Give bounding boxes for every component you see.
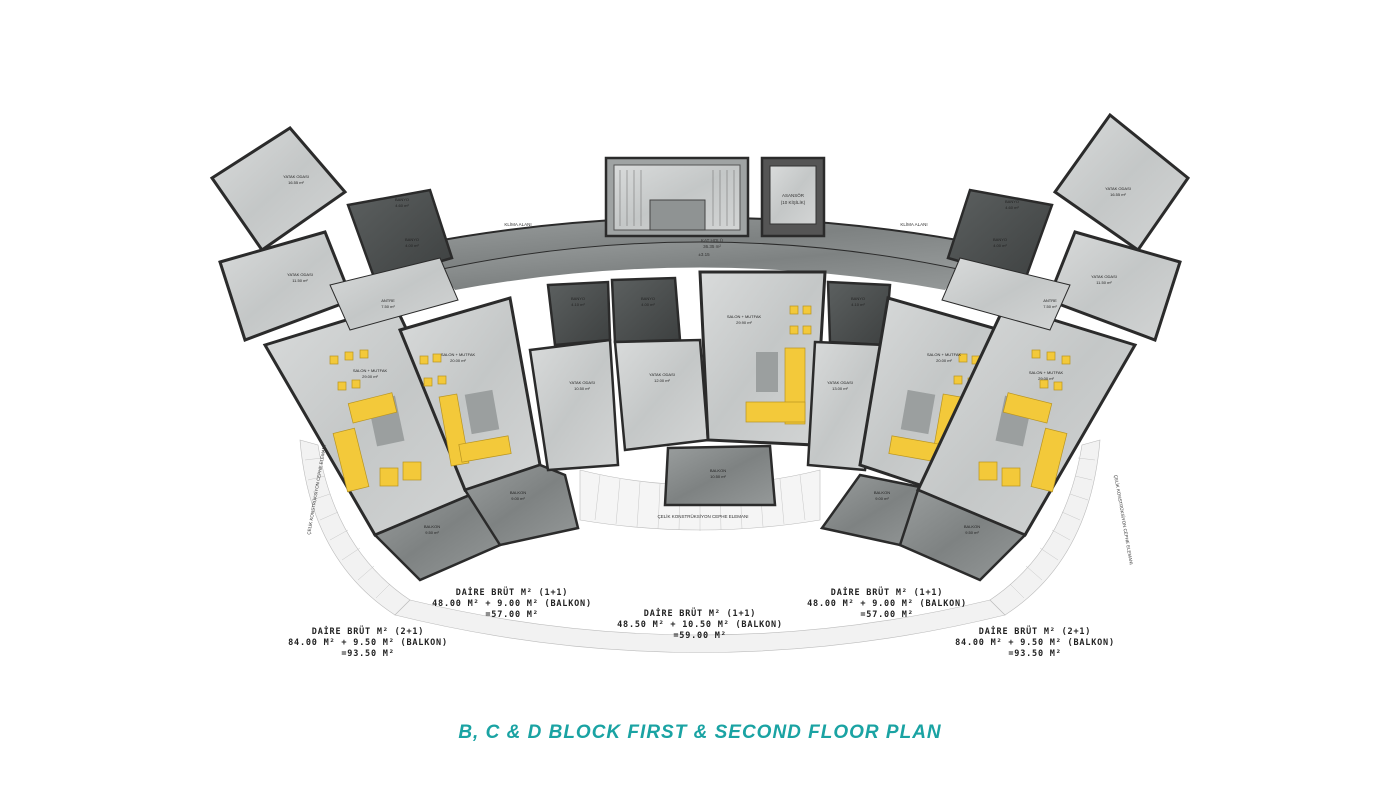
c-salon-area: 29.90 m² xyxy=(736,320,752,325)
l-balcony-name: BALKON xyxy=(424,524,440,529)
climate-area-left: KLİMA ALANI xyxy=(504,221,531,227)
summary-right-inner-calc: 48.00 M² + 9.00 M² (BALKON) xyxy=(807,599,967,609)
plan-title: B, C & D BLOCK FIRST & SECOND FLOOR PLAN xyxy=(458,722,942,743)
lc-salon-name: SALON + MUTFAK xyxy=(441,352,476,357)
summary-center: DAİRE BRÜT M² (1+1) 48.50 M² + 10.50 M² … xyxy=(580,609,820,642)
unit-center xyxy=(610,270,827,507)
climate-area-right: KLİMA ALANI xyxy=(900,221,927,227)
unit-left-outer-furniture xyxy=(329,349,422,493)
l-salon-area: 29.00 m² xyxy=(362,374,378,379)
rc-bed-name: YATAK ODASI xyxy=(827,380,853,385)
elevator-capacity: (10 KİŞİLİK) xyxy=(781,199,806,205)
l-entry-name: ANTRE xyxy=(381,298,395,303)
l-bath2-name: BANYO xyxy=(405,237,419,242)
l-salon-name: SALON + MUTFAK xyxy=(353,368,388,373)
rc-salon-area: 20.00 m² xyxy=(936,358,952,363)
r-bath1-name: BANYO xyxy=(1005,199,1019,204)
rc-bed-area: 13.00 m² xyxy=(832,386,848,391)
building-core xyxy=(604,156,826,238)
summary-center-calc: 48.50 M² + 10.50 M² (BALKON) xyxy=(617,620,783,630)
c-bath-area: 4.00 m² xyxy=(641,302,655,307)
r-balcony-area: 9.50 m² xyxy=(965,530,979,535)
summary-left-inner-type: DAİRE BRÜT M² (1+1) xyxy=(455,588,569,598)
c-bed-name: YATAK ODASI xyxy=(649,372,675,377)
c-balcony-name: BALKON xyxy=(710,468,726,473)
r-bath1-area: 4.60 m² xyxy=(1005,205,1019,210)
l-bath1-name: BANYO xyxy=(395,197,409,202)
summary-left-outer-type: DAİRE BRÜT M² (2+1) xyxy=(311,627,425,637)
rc-bath-name: BANYO xyxy=(851,296,865,301)
lc-bed-name: YATAK ODASI xyxy=(569,380,595,385)
l-bed1-area: 16.55 m² xyxy=(288,180,304,185)
lc-bed-area: 10.50 m² xyxy=(574,386,590,391)
r-bath2-area: 4.00 m² xyxy=(993,243,1007,248)
unit-left-inner-furniture xyxy=(419,353,512,467)
elevator-label: ASANSÖR xyxy=(782,192,805,198)
facade-right-label: ÇELİK KONSTRÜKSİYON CEPHE ELEMANI xyxy=(1113,474,1135,565)
summary-right-inner: DAİRE BRÜT M² (1+1) 48.00 M² + 9.00 M² (… xyxy=(767,588,1007,621)
summary-center-total: =59.00 M² xyxy=(673,631,727,641)
unit-right-outer xyxy=(898,112,1191,582)
rc-salon-name: SALON + MUTFAK xyxy=(927,352,962,357)
hall-area: 36.35 m² xyxy=(703,244,721,249)
summary-right-outer-calc: 84.00 M² + 9.50 M² (BALKON) xyxy=(955,638,1115,648)
corridor-floor-lower xyxy=(440,242,960,290)
rc-balcony-name: BALKON xyxy=(874,490,890,495)
hall-label: KAT HOLÜ xyxy=(701,237,723,243)
unit-left-outer xyxy=(209,126,502,582)
rc-balcony-area: 9.00 m² xyxy=(875,496,889,501)
level-mark: ±3.15 xyxy=(698,252,710,257)
summary-left-outer: DAİRE BRÜT M² (2+1) 84.00 M² + 9.50 M² (… xyxy=(248,627,488,660)
summary-right-outer: DAİRE BRÜT M² (2+1) 84.00 M² + 9.50 M² (… xyxy=(915,627,1155,660)
c-bed-area: 12.00 m² xyxy=(654,378,670,383)
r-bed2-area: 11.50 m² xyxy=(1096,280,1112,285)
lc-balcony-name: BALKON xyxy=(510,490,526,495)
l-bed2-area: 11.50 m² xyxy=(292,278,308,283)
r-entry-name: ANTRE xyxy=(1043,298,1057,303)
l-entry-area: 7.50 m² xyxy=(381,304,395,309)
r-bath2-name: BANYO xyxy=(993,237,1007,242)
l-balcony-area: 9.50 m² xyxy=(425,530,439,535)
rc-bath-area: 4.10 m² xyxy=(851,302,865,307)
r-salon-name: SALON + MUTFAK xyxy=(1029,370,1064,375)
lc-balcony-area: 9.00 m² xyxy=(511,496,525,501)
r-bed1-area: 16.55 m² xyxy=(1110,192,1126,197)
r-entry-area: 7.50 m² xyxy=(1043,304,1057,309)
summary-right-outer-total: =93.50 M² xyxy=(1008,649,1062,659)
r-balcony-name: BALKON xyxy=(964,524,980,529)
unit-center-furniture xyxy=(745,305,812,425)
unit-right-outer-furniture xyxy=(978,349,1071,493)
facade-center-label: ÇELİK KONSTRÜKSİYON CEPHE ELEMANI xyxy=(657,513,748,519)
lc-salon-area: 20.00 m² xyxy=(450,358,466,363)
r-salon-area: 29.00 m² xyxy=(1038,376,1054,381)
summary-right-inner-total: =57.00 M² xyxy=(860,610,914,620)
lc-bath-area: 4.10 m² xyxy=(571,302,585,307)
lc-bath-name: BANYO xyxy=(571,296,585,301)
c-balcony-area: 10.50 m² xyxy=(710,474,726,479)
l-bath1-area: 4.60 m² xyxy=(395,203,409,208)
c-salon-name: SALON + MUTFAK xyxy=(727,314,762,319)
r-bed1-name: YATAK ODASI xyxy=(1105,186,1131,191)
l-bed1-name: YATAK ODASI xyxy=(283,174,309,179)
summary-left-outer-total: =93.50 M² xyxy=(341,649,395,659)
summary-left-inner-total: =57.00 M² xyxy=(485,610,539,620)
summary-right-inner-type: DAİRE BRÜT M² (1+1) xyxy=(830,588,944,598)
c-bath-name: BANYO xyxy=(641,296,655,301)
r-bed2-name: YATAK ODASI xyxy=(1091,274,1117,279)
summary-right-outer-type: DAİRE BRÜT M² (2+1) xyxy=(978,627,1092,637)
summary-left-inner: DAİRE BRÜT M² (1+1) 48.00 M² + 9.00 M² (… xyxy=(392,588,632,621)
summary-left-inner-calc: 48.00 M² + 9.00 M² (BALKON) xyxy=(432,599,592,609)
l-bath2-area: 4.00 m² xyxy=(405,243,419,248)
summary-left-outer-calc: 84.00 M² + 9.50 M² (BALKON) xyxy=(288,638,448,648)
summary-center-type: DAİRE BRÜT M² (1+1) xyxy=(643,609,757,619)
l-bed2-name: YATAK ODASI xyxy=(287,272,313,277)
